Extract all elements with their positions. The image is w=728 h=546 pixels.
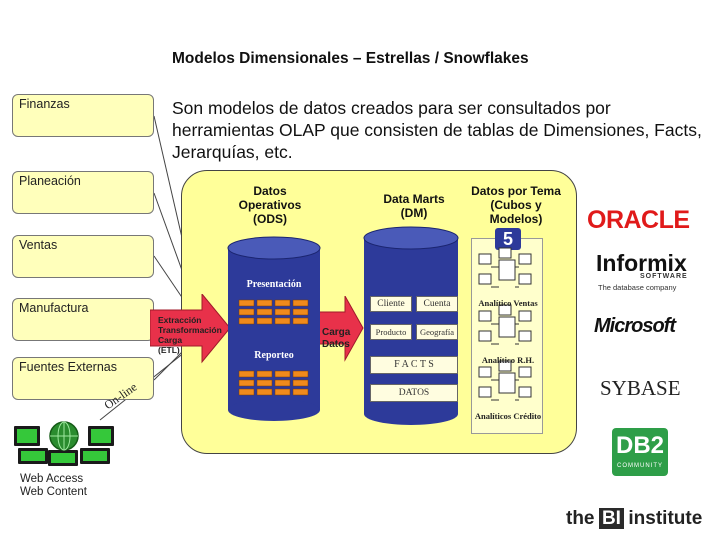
ods-presentacion: Presentación bbox=[246, 279, 302, 290]
tema-item-rh: Analítico R.H. bbox=[481, 355, 535, 365]
ods-grid-cell bbox=[238, 317, 255, 325]
star-dim-box bbox=[518, 310, 532, 322]
computers-icon bbox=[14, 421, 114, 466]
ods-grid-cell bbox=[256, 299, 273, 307]
informix-tagline: The database company bbox=[598, 283, 677, 292]
dm-cell-datos: DATOS bbox=[370, 384, 458, 402]
star-fact-box bbox=[498, 259, 516, 281]
page-title: Modelos Dimensionales – Estrellas / Snow… bbox=[172, 50, 529, 67]
ods-grid-cell bbox=[274, 299, 291, 307]
carga-label: Carga Datos bbox=[322, 327, 351, 350]
ods-grid-cell bbox=[292, 308, 309, 316]
dm-cell-geografia: Geografía bbox=[416, 324, 458, 340]
star-dim-box bbox=[478, 253, 492, 265]
ods-label: Datos Operativos (ODS) bbox=[238, 184, 302, 226]
db2-logo-box bbox=[612, 428, 668, 476]
ods-grid-cell bbox=[274, 308, 291, 316]
db2-logo: DB2 bbox=[615, 432, 664, 459]
ods-grid-cell bbox=[238, 299, 255, 307]
bi-the: the bbox=[566, 508, 595, 529]
ods-grid-cell bbox=[238, 379, 255, 387]
etl-label: Extracción Transformación Carga (ETL) bbox=[158, 315, 222, 355]
ods-grid-cell bbox=[238, 308, 255, 316]
star-dim-box bbox=[518, 386, 532, 398]
ods-reporteo: Reporteo bbox=[254, 350, 294, 361]
ods-grid-cell bbox=[238, 370, 255, 378]
star-schema-icons bbox=[478, 247, 532, 401]
star-dim-box bbox=[518, 273, 532, 285]
tema-item-ventas: Analítico Ventas bbox=[478, 298, 538, 308]
star-dim-box bbox=[478, 366, 492, 378]
source-ventas: Ventas bbox=[12, 235, 154, 278]
dm-cell-facts: F A C T S bbox=[370, 356, 458, 374]
dm-cell-cliente: Cliente bbox=[370, 296, 412, 312]
dm-cell-producto: Producto bbox=[370, 324, 412, 340]
dm-cell-cuenta: Cuenta bbox=[416, 296, 458, 312]
star-fact-box bbox=[498, 316, 516, 338]
oracle-logo: ORACLE bbox=[587, 206, 690, 234]
source-fuentes-externas: Fuentes Externas bbox=[12, 357, 154, 400]
ods-grid-cell bbox=[238, 388, 255, 396]
ods-grid-cell bbox=[256, 317, 273, 325]
star-fact-box bbox=[498, 372, 516, 394]
ods-grid-cell bbox=[292, 317, 309, 325]
star-dim-box bbox=[518, 330, 532, 342]
star-dim-box bbox=[518, 253, 532, 265]
sybase-logo: SYBASE bbox=[600, 376, 681, 400]
informix-logo: Informix bbox=[596, 250, 687, 276]
informix-software: SOFTWARE bbox=[640, 273, 688, 280]
bi-bi: BI bbox=[598, 508, 624, 529]
star-dim-box bbox=[478, 310, 492, 322]
db2-community: COMMUNITY bbox=[617, 463, 663, 469]
ods-grid-cell bbox=[292, 379, 309, 387]
ods-grid-cell bbox=[292, 370, 309, 378]
star-dim-box bbox=[478, 330, 492, 342]
page-subtitle: Son modelos de datos creados para ser co… bbox=[172, 98, 702, 162]
star-dim-box bbox=[498, 247, 512, 259]
bi-institute-logo: the BI institute bbox=[566, 508, 702, 530]
tema-item-credito: Analíticos Crédito bbox=[474, 411, 542, 421]
star-dim-box bbox=[498, 360, 512, 372]
ods-grid-cell bbox=[292, 299, 309, 307]
ods-grid-cell bbox=[292, 388, 309, 396]
source-manufactura: Manufactura bbox=[12, 298, 154, 341]
dm-label: Data Marts (DM) bbox=[383, 192, 445, 220]
star-dim-box bbox=[478, 386, 492, 398]
source-finanzas: Finanzas bbox=[12, 94, 154, 137]
ods-grid-cell bbox=[274, 317, 291, 325]
web-access-label: Web Access Web Content bbox=[20, 473, 87, 498]
tema-label: Datos por Tema (Cubos y Modelos) bbox=[471, 184, 561, 226]
tema-number-badge: 5 bbox=[495, 228, 521, 250]
star-dim-box bbox=[518, 366, 532, 378]
star-dim-box bbox=[498, 304, 512, 316]
star-dim-box bbox=[478, 273, 492, 285]
carga-arrow bbox=[317, 296, 364, 362]
ods-cylinder bbox=[227, 236, 321, 421]
ods-grid-cell bbox=[256, 308, 273, 316]
ods-grid-cell bbox=[256, 388, 273, 396]
ods-grid-cell bbox=[274, 370, 291, 378]
bi-institute: institute bbox=[628, 508, 703, 529]
microsoft-logo: Microsoft bbox=[594, 315, 676, 337]
source-planeacion: Planeación bbox=[12, 171, 154, 214]
ods-grid-cell bbox=[274, 388, 291, 396]
ods-grid-cell bbox=[256, 379, 273, 387]
ods-grid-cell bbox=[274, 379, 291, 387]
etl-arrow bbox=[150, 294, 231, 364]
ods-grid-cell bbox=[256, 370, 273, 378]
